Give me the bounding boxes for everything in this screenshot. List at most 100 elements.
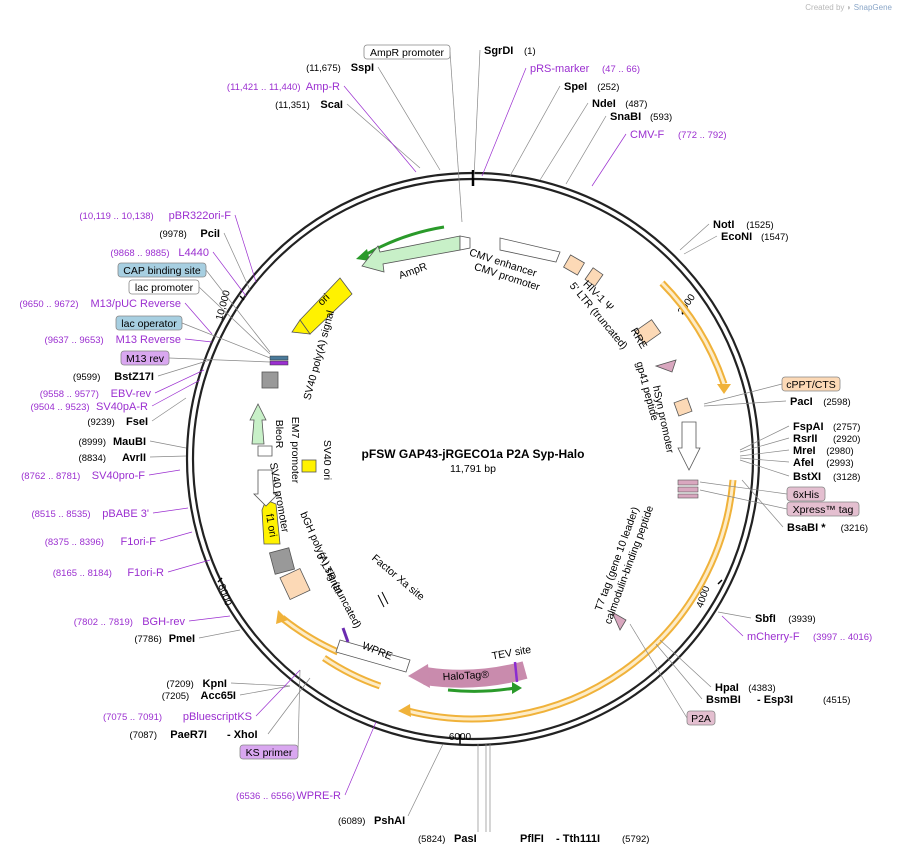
site-name: BsaBI * xyxy=(787,522,826,534)
primer-name: Amp-R xyxy=(306,81,340,93)
created-by-credit: Created by ◗ SnapGene xyxy=(805,3,892,12)
site-leader xyxy=(703,400,787,407)
site-name: PflFI xyxy=(520,833,544,845)
site-leader xyxy=(565,115,607,185)
primer-leader xyxy=(343,85,417,173)
primer-leader xyxy=(151,379,201,407)
primer-range: (772 .. 792) xyxy=(678,130,727,141)
site-position: (8834) xyxy=(79,453,106,464)
site-leader xyxy=(683,235,718,255)
bleor-arrow xyxy=(249,403,267,445)
primer-range: (9558 .. 9577) xyxy=(40,389,99,400)
primer-leader xyxy=(167,559,211,573)
boxed-label-bg xyxy=(686,710,716,726)
site-leader xyxy=(655,643,703,700)
tick-mark xyxy=(217,577,223,583)
boxed-label: cPPT/CTS xyxy=(781,376,841,392)
boxed-label: lac promoter xyxy=(128,279,200,295)
boxed-label-text: KS primer xyxy=(246,747,293,759)
site-leader xyxy=(739,425,790,451)
gp41-box xyxy=(654,359,677,373)
site-position: (5824) xyxy=(418,834,445,845)
primer-leader xyxy=(234,214,257,283)
halotag-head xyxy=(408,664,430,688)
primer-leader xyxy=(184,302,213,335)
boxed-leader xyxy=(703,383,783,405)
primer-name: M13/pUC Reverse xyxy=(91,298,181,310)
site-name: NotI xyxy=(713,219,734,231)
site-position: (6089) xyxy=(338,816,365,827)
site-name: PciI xyxy=(200,228,220,240)
primer-leader xyxy=(188,615,231,622)
boxed-label-bg xyxy=(363,44,451,60)
primer-leader xyxy=(159,531,193,542)
t7-tag-box xyxy=(677,493,699,499)
site-leader xyxy=(473,49,481,179)
site-name: PaeR7I xyxy=(170,729,207,741)
tick-mark xyxy=(239,295,245,301)
primer-range: (9504 .. 9523) xyxy=(30,402,89,413)
site-name: SspI xyxy=(351,62,374,74)
site-leader xyxy=(739,459,790,477)
ampr-arrow xyxy=(361,235,461,273)
site-leader xyxy=(739,449,790,457)
primer-leader xyxy=(344,721,377,796)
primer-name: WPRE-R xyxy=(296,790,341,802)
primer-name: SV40pro-F xyxy=(92,470,145,482)
site-position: (252) xyxy=(597,82,619,93)
site-name: PacI xyxy=(790,396,813,408)
primer-leader xyxy=(212,251,247,297)
cmv-enhancer-arrow xyxy=(499,237,561,263)
boxed-label-bg xyxy=(117,262,207,278)
site-leader xyxy=(509,85,561,177)
orf-arc-2-head xyxy=(398,704,411,717)
boxed-leader xyxy=(168,357,271,363)
site-leader xyxy=(149,455,187,458)
em7-promoter-box xyxy=(257,445,273,457)
hiv-psi-box xyxy=(584,267,604,287)
boxed-label-text: lac operator xyxy=(121,318,177,330)
primer-name: F1ori-R xyxy=(127,567,164,579)
sv40-polya-box xyxy=(261,371,279,389)
site-position: (2920) xyxy=(833,434,860,445)
tev-site-mark xyxy=(513,661,519,683)
feature-label: HaloTag® xyxy=(442,669,489,683)
site-name: EcoNI xyxy=(721,231,752,243)
boxed-label-bg xyxy=(115,315,183,331)
site-name: BstZ17I xyxy=(114,371,154,383)
primer-range: (9650 .. 9672) xyxy=(19,299,78,310)
boxed-leader xyxy=(449,51,463,223)
label-group: SgrDI(1)SpeI(252)NdeI(487)SnaBI(593)NotI… xyxy=(19,44,872,845)
site-leader xyxy=(239,685,291,696)
feature-label: BleoR xyxy=(273,420,285,449)
p2a-box xyxy=(611,611,627,631)
factor-xa-mark-2 xyxy=(377,594,385,608)
site-position: (11,675) xyxy=(306,63,341,74)
boxed-label-text: P2A xyxy=(691,713,711,725)
primer-leader xyxy=(152,507,189,514)
boxed-leader xyxy=(205,269,271,353)
plasmid-title: pFSW GAP43-jRGECO1a P2A Syp-Halo xyxy=(362,447,585,461)
site-name: AfeI xyxy=(793,457,814,469)
factor-xa-mark-1 xyxy=(381,591,389,605)
boxed-label-bg xyxy=(239,744,299,760)
boxed-label-text: AmpR promoter xyxy=(370,47,445,59)
feature-label: f1 ori xyxy=(263,513,279,538)
primer-leader xyxy=(255,669,301,717)
m13-rev-box xyxy=(269,360,289,366)
site-position: (7087) xyxy=(130,730,157,741)
site-leader xyxy=(230,682,291,687)
site-name: SnaBI xyxy=(610,111,641,123)
site-leader xyxy=(151,397,187,422)
boxed-label-text: M13 rev xyxy=(126,353,165,365)
site-position: (1525) xyxy=(746,220,773,231)
boxed-label: lac operator xyxy=(115,315,183,331)
site-leader xyxy=(267,677,311,735)
site-position: (1547) xyxy=(761,232,788,243)
site-position: (9978) xyxy=(159,229,186,240)
boxed-label-text: lac promoter xyxy=(135,282,194,294)
site-name: AvrII xyxy=(122,452,146,464)
sv40-ori-box xyxy=(301,459,317,473)
primer-name: pBluescriptKS xyxy=(183,711,252,723)
site-position: (4383) xyxy=(748,683,775,694)
